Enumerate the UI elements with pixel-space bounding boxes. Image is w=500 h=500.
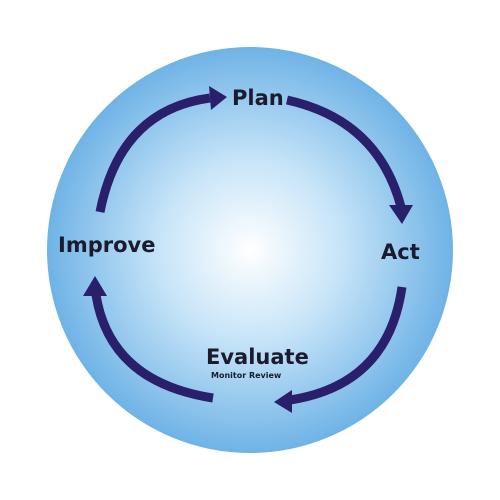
step-label-act: Act [381,240,420,264]
arrowhead-improve [83,276,107,296]
arrow-improve-to-plan [95,93,211,213]
arrow-plan-to-act [286,95,406,209]
arrowhead-act [389,205,413,224]
arrow-act-to-evaluate [289,286,407,405]
step-label-improve: Improve [58,233,156,257]
arrowhead-plan [209,86,227,110]
background-circle [47,47,453,453]
step-label-plan: Plan [232,86,284,110]
arrowhead-evaluate [274,390,292,413]
step-sublabel-evaluate: Monitor Review [211,371,282,380]
arrow-evaluate-to-improve [91,294,214,403]
step-label-evaluate: Evaluate [206,345,309,369]
